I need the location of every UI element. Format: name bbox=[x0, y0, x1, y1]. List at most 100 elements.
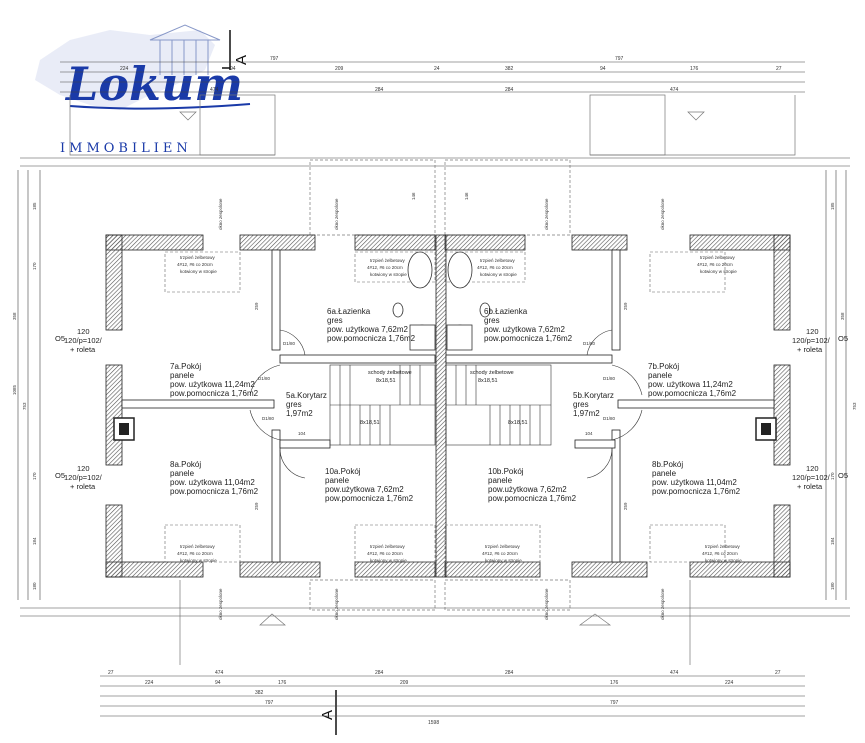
svg-text:120: 120 bbox=[806, 327, 819, 336]
svg-text:okno zespolone: okno zespolone bbox=[544, 198, 549, 230]
room-label-5b: 5b.Korytarz gres 1,97m2 bbox=[573, 391, 614, 418]
svg-text:4#12, #6 co 20cm: 4#12, #6 co 20cm bbox=[702, 551, 738, 556]
svg-text:224: 224 bbox=[725, 680, 734, 686]
svg-text:797: 797 bbox=[615, 56, 624, 62]
svg-text:284: 284 bbox=[505, 87, 514, 93]
window-label-right-lower: O5 120 120/p=102/ + roleta bbox=[792, 464, 848, 491]
beam-notes: trzpień żelbetowy 4#12, #6 co 20cm kotwi… bbox=[177, 255, 742, 563]
svg-text:okno zespolone: okno zespolone bbox=[218, 588, 223, 620]
svg-text:pow.pomocnicza 1,76m2: pow.pomocnicza 1,76m2 bbox=[488, 494, 577, 503]
svg-text:474: 474 bbox=[670, 87, 679, 93]
interior-dimension-labels: 259 259 259 259 104 104 146 146 bbox=[254, 192, 628, 510]
room-label-5a: 5a.Korytarz gres 1,97m2 bbox=[286, 391, 327, 418]
svg-text:259: 259 bbox=[254, 302, 259, 310]
svg-text:kotwiony w stropie: kotwiony w stropie bbox=[700, 269, 737, 274]
svg-text:pow.użytkowa 7,62m2: pow.użytkowa 7,62m2 bbox=[325, 485, 404, 494]
svg-text:8a.Pokój: 8a.Pokój bbox=[170, 460, 201, 469]
svg-text:4#12, #6 co 20cm: 4#12, #6 co 20cm bbox=[177, 551, 213, 556]
svg-text:120/p=102/: 120/p=102/ bbox=[64, 336, 103, 345]
svg-text:94: 94 bbox=[600, 66, 606, 72]
svg-text:panele: panele bbox=[648, 371, 673, 380]
svg-text:4#12, #6 co 20cm: 4#12, #6 co 20cm bbox=[482, 551, 518, 556]
svg-text:382: 382 bbox=[255, 690, 264, 696]
svg-text:358: 358 bbox=[12, 312, 17, 320]
svg-text:gres: gres bbox=[286, 400, 302, 409]
svg-text:okno zespolone: okno zespolone bbox=[544, 588, 549, 620]
svg-text:120/p=102/: 120/p=102/ bbox=[792, 336, 831, 345]
svg-text:pow. użytkowa 11,04m2: pow. użytkowa 11,04m2 bbox=[170, 478, 255, 487]
door-swings bbox=[249, 329, 643, 479]
svg-text:+ roleta: + roleta bbox=[797, 345, 823, 354]
svg-text:224: 224 bbox=[145, 680, 154, 686]
svg-text:pow. użytkowa 7,62m2: pow. użytkowa 7,62m2 bbox=[327, 325, 408, 334]
room-label-10a: 10a.Pokój panele pow.użytkowa 7,62m2 pow… bbox=[325, 467, 414, 503]
svg-text:pow.pomocnicza 1,76m2: pow.pomocnicza 1,76m2 bbox=[652, 487, 741, 496]
svg-text:D1/80: D1/80 bbox=[262, 416, 275, 421]
room-label-7a: 7a.Pokój panele pow. użytkowa 11,24m2 po… bbox=[170, 362, 259, 398]
side-dimension-labels: 358 1085 185 170 753 170 184 180 358 185… bbox=[12, 202, 857, 590]
room-label-10b: 10b.Pokój panele pow.użytkowa 7,62m2 pow… bbox=[488, 467, 577, 503]
svg-text:+ roleta: + roleta bbox=[797, 482, 823, 491]
svg-text:7b.Pokój: 7b.Pokój bbox=[648, 362, 679, 371]
svg-text:176: 176 bbox=[278, 680, 287, 686]
svg-text:120: 120 bbox=[806, 464, 819, 473]
svg-text:797: 797 bbox=[265, 700, 274, 706]
svg-text:797: 797 bbox=[610, 700, 619, 706]
svg-text:259: 259 bbox=[623, 302, 628, 310]
svg-text:27: 27 bbox=[776, 66, 782, 72]
svg-text:170: 170 bbox=[830, 472, 835, 480]
section-mark-top: A bbox=[222, 30, 250, 70]
svg-text:O5: O5 bbox=[838, 334, 848, 343]
svg-text:259: 259 bbox=[623, 502, 628, 510]
svg-text:D1/80: D1/80 bbox=[583, 341, 596, 346]
svg-text:panele: panele bbox=[325, 476, 350, 485]
window-label-left-lower: O5 120 120/p=102/ + roleta bbox=[55, 464, 103, 491]
svg-text:5b.Korytarz: 5b.Korytarz bbox=[573, 391, 614, 400]
svg-text:pow.pomocnicza 1,76m2: pow.pomocnicza 1,76m2 bbox=[325, 494, 414, 503]
room-label-7b: 7b.Pokój panele pow. użytkowa 11,24m2 po… bbox=[648, 362, 737, 398]
svg-text:1085: 1085 bbox=[12, 384, 17, 395]
svg-text:1,97m2: 1,97m2 bbox=[286, 409, 313, 418]
svg-text:10b.Pokój: 10b.Pokój bbox=[488, 467, 524, 476]
svg-text:panele: panele bbox=[170, 371, 195, 380]
room-label-8a: 8a.Pokój panele pow. użytkowa 11,04m2 po… bbox=[170, 460, 259, 496]
section-label-bottom: A bbox=[319, 710, 336, 720]
svg-text:209: 209 bbox=[400, 680, 409, 686]
svg-text:797: 797 bbox=[270, 56, 279, 62]
svg-text:170: 170 bbox=[32, 472, 37, 480]
logo-subtitle: IMMOBILIEN bbox=[60, 141, 192, 156]
svg-text:120/p=102/: 120/p=102/ bbox=[64, 473, 103, 482]
svg-text:1,97m2: 1,97m2 bbox=[573, 409, 600, 418]
svg-text:pow. użytkowa 7,62m2: pow. użytkowa 7,62m2 bbox=[484, 325, 565, 334]
window-label-left-upper: O5 120 120/p=102/ + roleta bbox=[55, 327, 103, 354]
svg-text:358: 358 bbox=[840, 312, 845, 320]
svg-text:trzpień żelbetowy: trzpień żelbetowy bbox=[180, 255, 216, 260]
svg-text:184: 184 bbox=[830, 537, 835, 545]
svg-text:4#12, #6 co 20cm: 4#12, #6 co 20cm bbox=[477, 265, 513, 270]
svg-text:panele: panele bbox=[170, 469, 195, 478]
svg-text:okno zespolone: okno zespolone bbox=[334, 198, 339, 230]
svg-text:trzpień żelbetowy: trzpień żelbetowy bbox=[705, 544, 741, 549]
stair-labels: schody żelbetowe 8x18,51 schody żelbetow… bbox=[360, 370, 528, 426]
svg-text:D1/80: D1/80 bbox=[603, 416, 616, 421]
svg-text:24: 24 bbox=[434, 66, 440, 72]
svg-text:O5: O5 bbox=[55, 334, 65, 343]
svg-text:D1/80: D1/80 bbox=[283, 341, 296, 346]
svg-text:okno zespolone: okno zespolone bbox=[660, 588, 665, 620]
svg-text:1598: 1598 bbox=[428, 720, 439, 726]
svg-text:180: 180 bbox=[32, 582, 37, 590]
svg-text:8x18,51: 8x18,51 bbox=[508, 420, 528, 426]
svg-text:panele: panele bbox=[652, 469, 677, 478]
svg-text:+ roleta: + roleta bbox=[70, 482, 96, 491]
svg-text:5a.Korytarz: 5a.Korytarz bbox=[286, 391, 327, 400]
svg-text:okno zespolone: okno zespolone bbox=[660, 198, 665, 230]
svg-text:trzpień żelbetowy: trzpień żelbetowy bbox=[180, 544, 216, 549]
beam-outlines bbox=[164, 251, 726, 563]
svg-text:pow. użytkowa 11,24m2: pow. użytkowa 11,24m2 bbox=[170, 380, 255, 389]
svg-text:120/p=102/: 120/p=102/ bbox=[792, 473, 831, 482]
svg-text:8x18,51: 8x18,51 bbox=[360, 420, 380, 426]
svg-text:pow. użytkowa 11,24m2: pow. użytkowa 11,24m2 bbox=[648, 380, 733, 389]
room-label-8b: 8b.Pokój panele pow. użytkowa 11,04m2 po… bbox=[652, 460, 741, 496]
logo-name: Lokum bbox=[64, 57, 243, 111]
svg-text:94: 94 bbox=[230, 66, 236, 72]
